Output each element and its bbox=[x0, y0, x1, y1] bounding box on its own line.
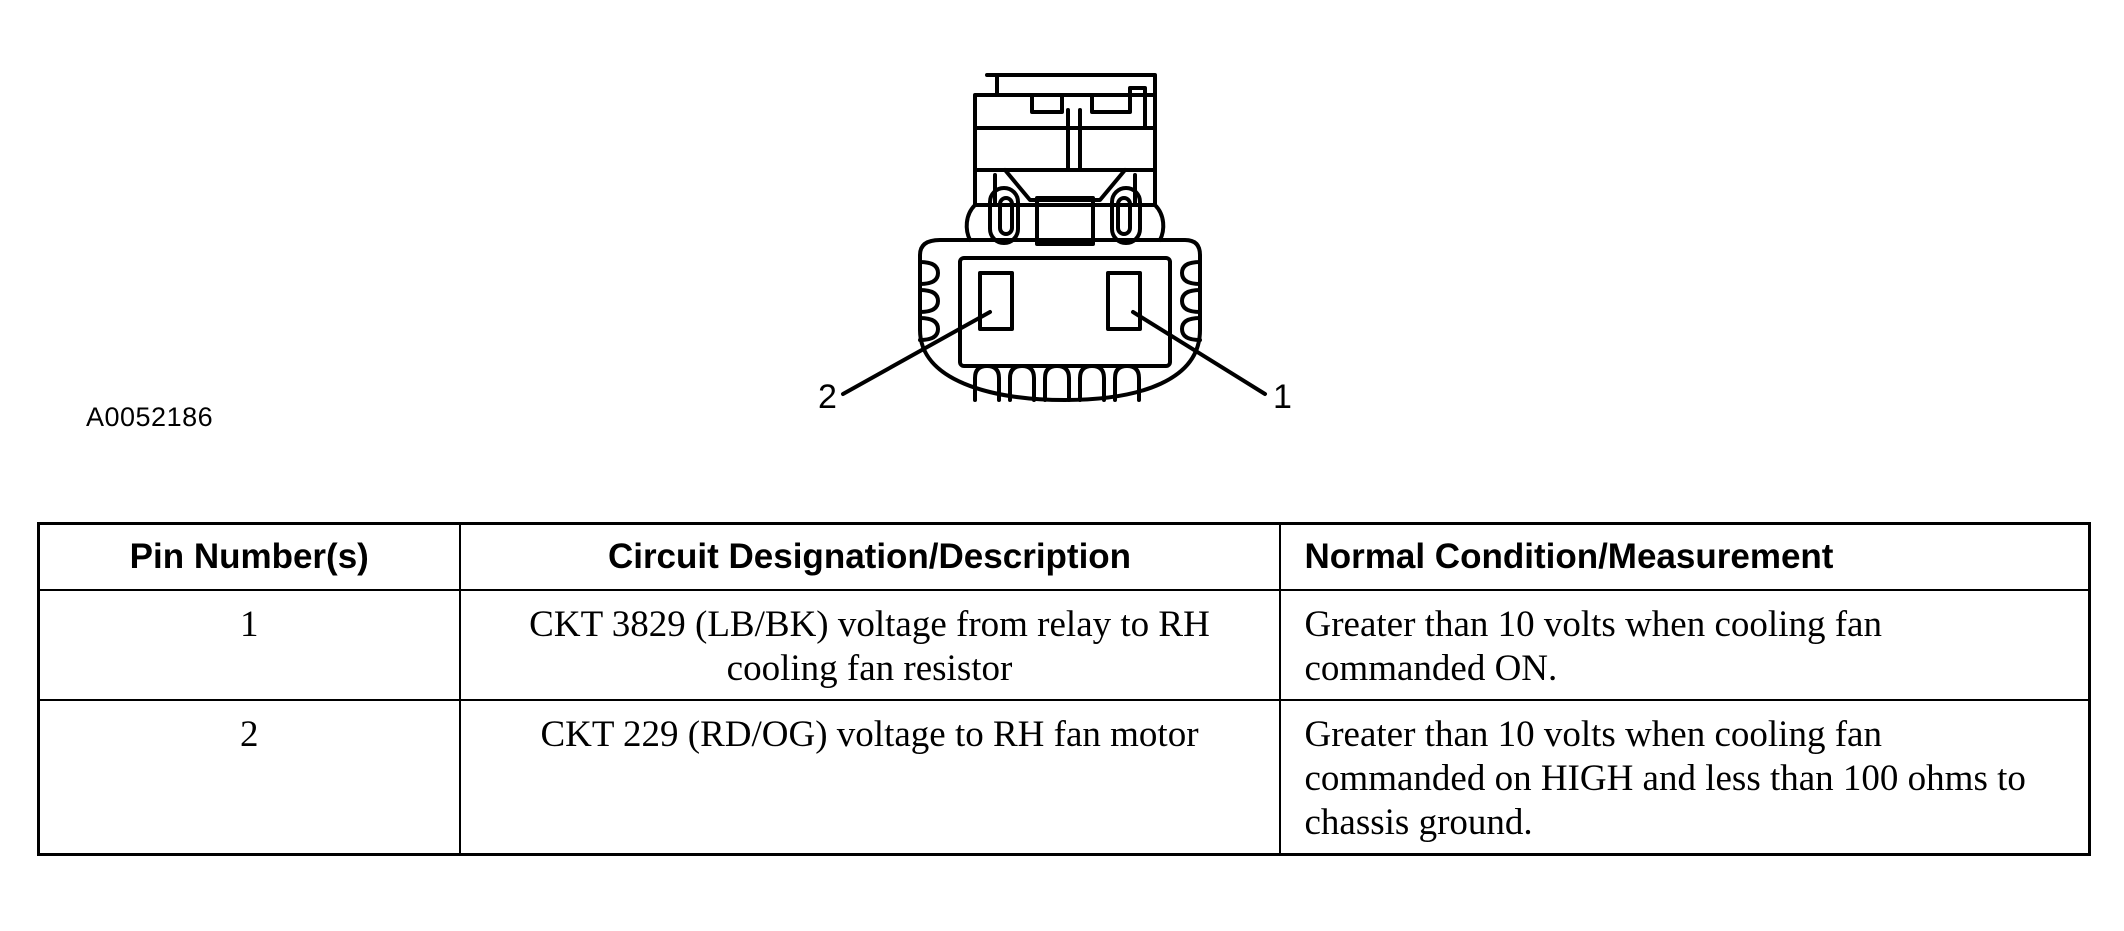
pin-number-cell: 1 bbox=[37, 589, 461, 701]
locking-tab bbox=[973, 73, 1157, 172]
pin-2-cavity bbox=[978, 271, 1014, 331]
connector-body bbox=[918, 238, 1202, 402]
pin-2-leader bbox=[841, 310, 992, 396]
header-normal-condition: Normal Condition/Measurement bbox=[1278, 522, 2091, 591]
normal-condition-cell: Greater than 10 volts when cooling fan c… bbox=[1278, 699, 2091, 856]
pin-number-cell: 2 bbox=[37, 699, 461, 856]
figure-id-label: A0052186 bbox=[86, 402, 214, 432]
header-circuit-designation: Circuit Designation/Description bbox=[458, 522, 1281, 591]
pin-1-cavity bbox=[1106, 271, 1142, 331]
table-header-row: Pin Number(s) Circuit Designation/Descri… bbox=[37, 522, 2091, 591]
circuit-description-cell: CKT 3829 (LB/BK) voltage from relay to R… bbox=[458, 589, 1281, 701]
pin-1-leader bbox=[1131, 310, 1267, 396]
callout-2: 2 bbox=[818, 378, 837, 416]
table-row: 2 CKT 229 (RD/OG) voltage to RH fan moto… bbox=[37, 699, 2091, 856]
header-pin-number: Pin Number(s) bbox=[37, 522, 461, 591]
latch-neck bbox=[964, 168, 1166, 246]
callout-1: 1 bbox=[1273, 378, 1292, 416]
connector-diagram: 2 1 bbox=[818, 73, 1292, 416]
normal-condition-cell: Greater than 10 volts when cooling fan c… bbox=[1278, 589, 2091, 701]
pinout-table: Pin Number(s) Circuit Designation/Descri… bbox=[37, 522, 2091, 856]
circuit-description-cell: CKT 229 (RD/OG) voltage to RH fan motor bbox=[458, 699, 1281, 856]
table-row: 1 CKT 3829 (LB/BK) voltage from relay to… bbox=[37, 589, 2091, 701]
